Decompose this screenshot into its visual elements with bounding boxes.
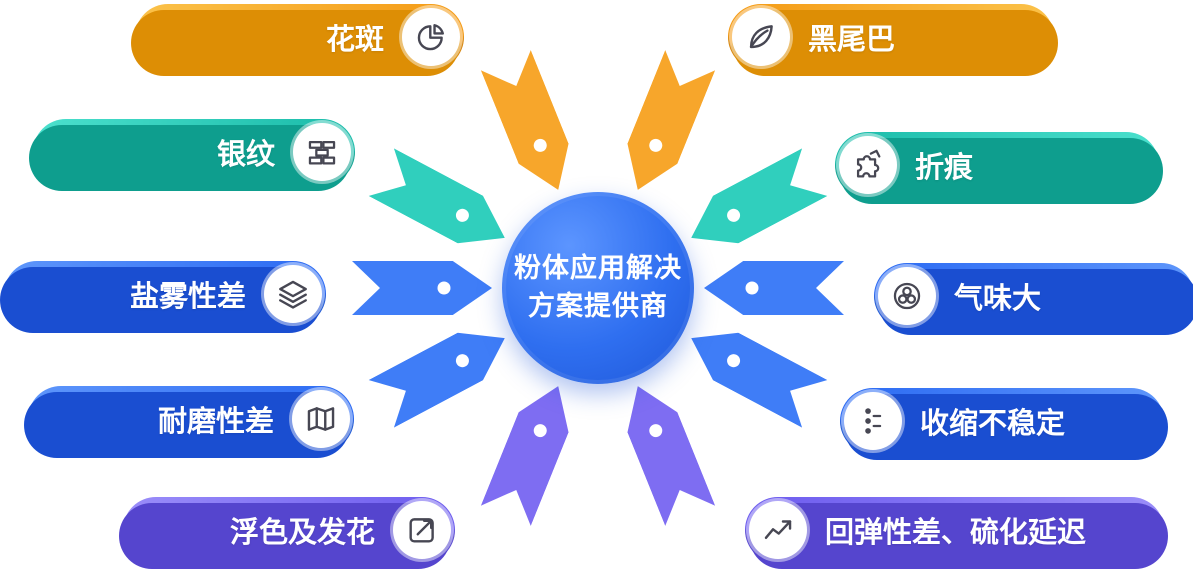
connector-shape bbox=[679, 149, 828, 262]
issue-pill-black-tail: 黑尾巴 bbox=[728, 4, 1054, 70]
connector-dot bbox=[745, 281, 759, 295]
connector-arrow bbox=[481, 50, 584, 200]
issue-pill-poor-rebound: 回弹性差、硫化延迟 bbox=[745, 497, 1164, 563]
hub-title-line2: 方案提供商 bbox=[528, 291, 668, 321]
connector-shape bbox=[481, 50, 584, 200]
fan-circles-icon bbox=[878, 267, 936, 325]
leaf-icon bbox=[732, 8, 790, 66]
issue-label: 折痕 bbox=[915, 152, 974, 184]
map-icon bbox=[292, 390, 350, 448]
connector-arrow bbox=[481, 376, 584, 526]
issue-label: 浮色及发花 bbox=[229, 517, 375, 549]
connector-shape bbox=[368, 314, 517, 427]
connector-shape bbox=[481, 376, 584, 526]
connector-arrow bbox=[704, 261, 844, 315]
connector-arrow bbox=[368, 149, 517, 262]
connector-arrow bbox=[368, 314, 517, 427]
connector-arrow bbox=[613, 376, 716, 526]
issue-pill-mottling: 花斑 bbox=[135, 4, 464, 70]
issue-label: 黑尾巴 bbox=[808, 24, 896, 56]
connector-arrow bbox=[352, 261, 492, 315]
issue-label: 盐雾性差 bbox=[129, 281, 246, 313]
connector-arrow bbox=[613, 50, 716, 200]
connector-shape bbox=[679, 314, 828, 427]
connector-shape bbox=[613, 50, 716, 200]
pie-chart-icon bbox=[402, 8, 460, 66]
connector-arrow bbox=[679, 314, 828, 427]
layers-icon bbox=[264, 265, 322, 323]
issue-pill-poor-abrasion: 耐磨性差 bbox=[28, 386, 354, 452]
center-hub: 粉体应用解决 方案提供商 bbox=[502, 192, 694, 384]
line-chart-icon bbox=[749, 501, 807, 559]
issue-label: 花斑 bbox=[325, 24, 384, 56]
issue-pill-strong-odor: 气味大 bbox=[874, 263, 1193, 329]
connector-shape bbox=[368, 149, 517, 262]
issue-label: 收缩不稳定 bbox=[920, 408, 1066, 440]
puzzle-icon bbox=[839, 136, 897, 194]
connector-shape bbox=[352, 261, 492, 315]
external-arrow-icon bbox=[393, 501, 451, 559]
issue-label: 回弹性差、硫化延迟 bbox=[825, 517, 1087, 549]
issue-label: 银纹 bbox=[216, 139, 275, 171]
issue-label: 气味大 bbox=[954, 283, 1042, 315]
issue-pill-crease: 折痕 bbox=[835, 132, 1159, 198]
issue-label: 耐磨性差 bbox=[157, 406, 274, 438]
dots-branch-icon bbox=[844, 392, 902, 450]
issue-pill-color-floating: 浮色及发花 bbox=[123, 497, 455, 563]
connector-arrow bbox=[679, 149, 828, 262]
bricks-icon bbox=[293, 123, 351, 181]
connector-shape bbox=[613, 376, 716, 526]
issue-pill-poor-salt-spray: 盐雾性差 bbox=[4, 261, 326, 327]
hub-title-line1: 粉体应用解决 bbox=[514, 253, 682, 284]
connector-shape bbox=[704, 261, 844, 315]
issue-pill-silver-streaks: 银纹 bbox=[33, 119, 355, 185]
connector-dot bbox=[437, 281, 451, 295]
issue-pill-unstable-shrinkage: 收缩不稳定 bbox=[840, 388, 1164, 454]
